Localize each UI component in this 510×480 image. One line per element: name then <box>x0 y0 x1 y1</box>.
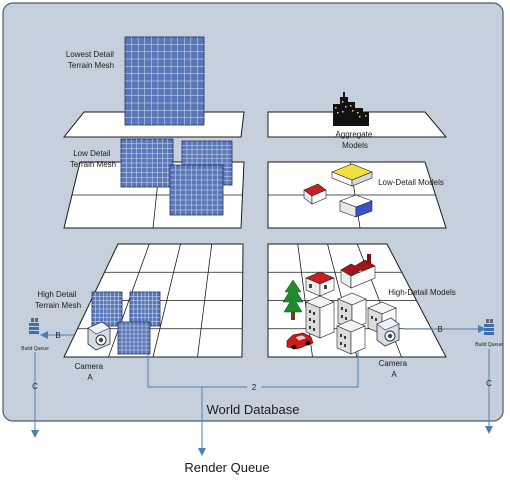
car-icon <box>286 332 314 350</box>
render-queue-label: Render Queue <box>184 460 269 475</box>
building-icon <box>367 301 397 335</box>
low-detail-models-label: Low-Detail Models <box>378 178 444 187</box>
aggregate-models-label: Aggregate Models <box>335 130 374 150</box>
arrow-b-left-label: B <box>55 331 60 340</box>
high-detail-terrain-label: High Detail Terrain Mesh <box>35 290 81 310</box>
low-detail-building-blue <box>339 194 373 218</box>
building-icon <box>336 319 366 355</box>
arrow-c-right-label: C <box>486 379 492 388</box>
house-icon <box>340 254 376 289</box>
high-detail-models-label: High-Detail Models <box>388 288 456 297</box>
low-detail-terrain-mesh <box>120 138 233 216</box>
arrow-c-left-label: C <box>32 382 38 391</box>
lowest-detail-terrain-mesh <box>124 36 205 126</box>
low-detail-building-yellow <box>331 163 373 187</box>
queue-icon <box>484 319 494 335</box>
build-queue-left-label: Build Queue <box>21 346 49 352</box>
low-detail-models-plate <box>267 161 447 229</box>
world-database-label: World Database <box>207 402 300 417</box>
building-icon <box>333 92 369 126</box>
camera-icon <box>87 321 111 351</box>
building-icon <box>305 295 335 339</box>
lowest-detail-terrain-label: Lowest Detail Terrain Mesh <box>66 50 116 70</box>
arrow-b-right-label: B <box>437 325 442 334</box>
arrow-2-label: 2 <box>252 383 257 392</box>
tree-icon <box>282 279 304 320</box>
house-icon <box>305 271 335 297</box>
camera-left-label: Camera A <box>75 362 106 382</box>
build-queue-right-label: Build Queue <box>475 342 503 348</box>
high-detail-terrain-mesh <box>91 291 161 355</box>
camera-icon <box>376 317 400 347</box>
house-icon <box>303 183 327 205</box>
camera-right-label: Camera A <box>379 359 410 379</box>
queue-icon <box>29 318 39 334</box>
low-detail-terrain-label: Low Detail Terrain Mesh <box>70 149 116 169</box>
